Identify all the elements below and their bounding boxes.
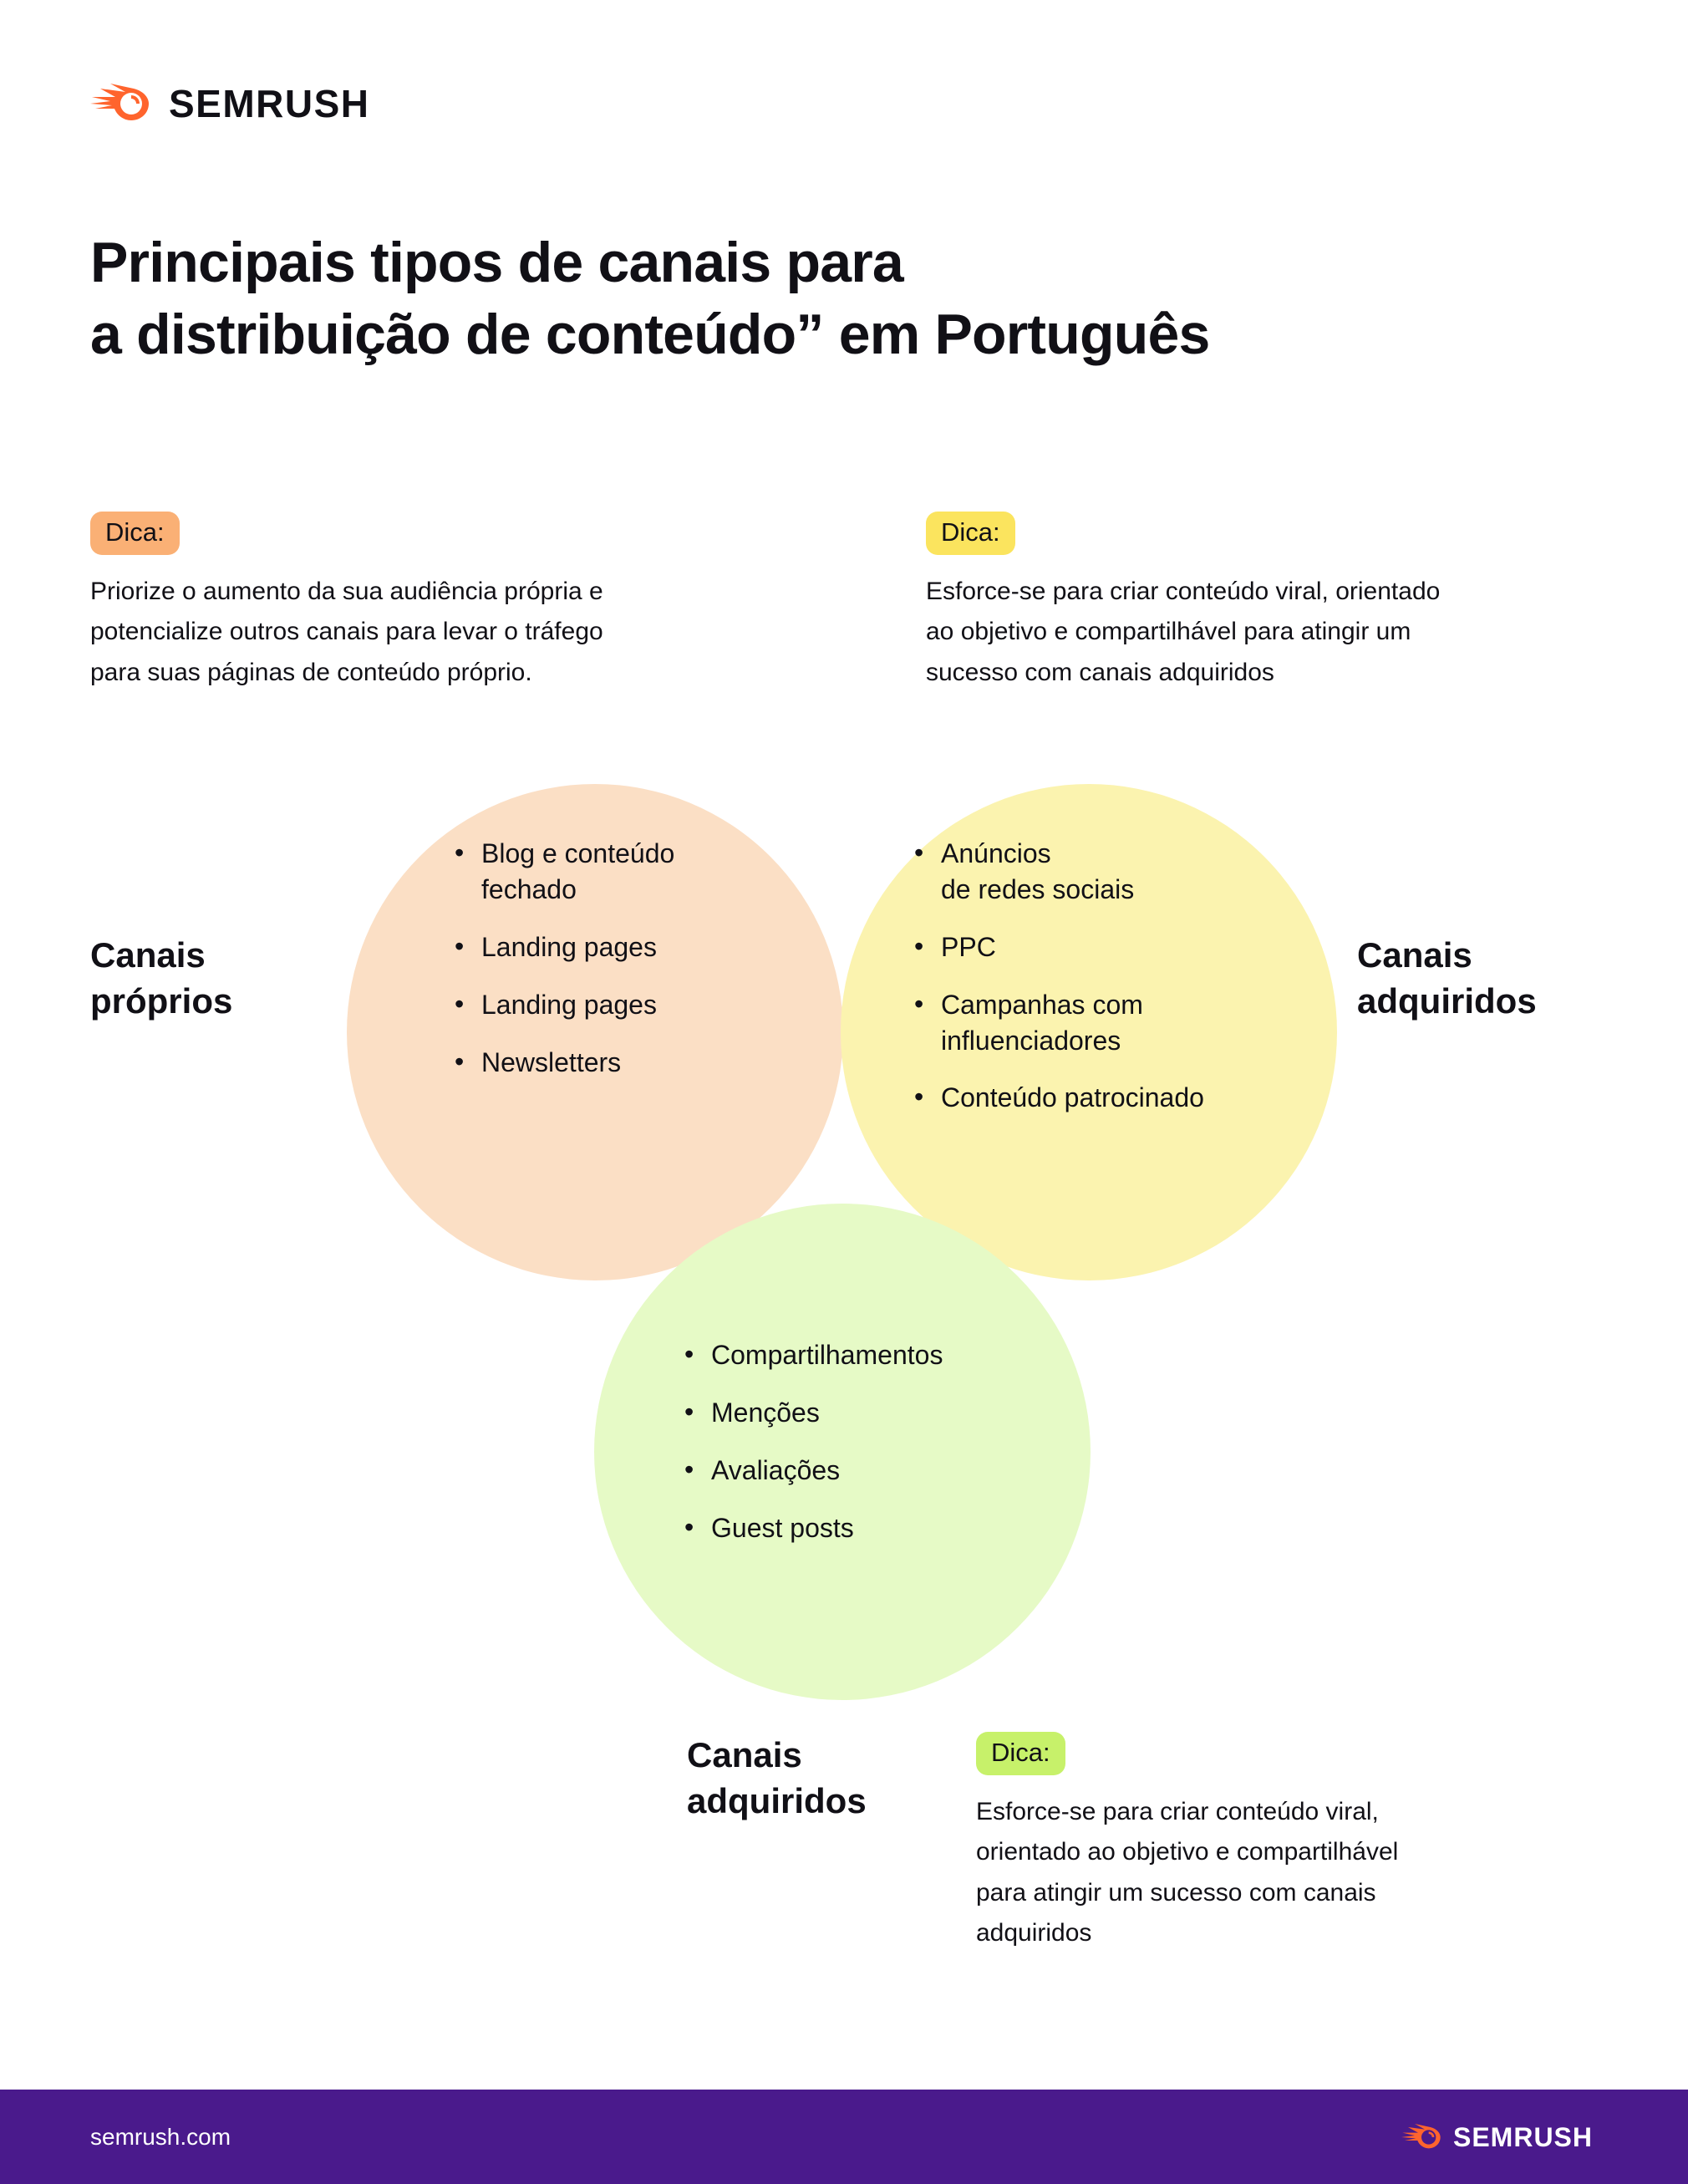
list-item-line-1: Guest posts	[711, 1512, 854, 1543]
list-item: Anúncios de redes sociais	[911, 835, 1279, 908]
venn-label-earned-line-2: adquiridos	[1357, 981, 1537, 1021]
venn-label-paid: Canais adquiridos	[687, 1732, 963, 1825]
list-item-line-1: Campanhas com	[941, 989, 1143, 1020]
footer-brand-logo: SEMRUSH	[1401, 2121, 1593, 2153]
venn-label-earned: Canais adquiridos	[1357, 932, 1658, 1025]
venn-label-owned-line-1: Canais	[90, 935, 206, 975]
list-item: Conteúdo patrocinado	[911, 1079, 1279, 1116]
venn-label-paid-line-1: Canais	[687, 1735, 802, 1774]
list-item-line-2: de redes sociais	[941, 873, 1135, 904]
tip-text-earned: Esforce-se para criar conteúdo viral, or…	[926, 572, 1628, 694]
semrush-comet-icon	[90, 80, 150, 127]
list-item-line-1: Conteúdo patrocinado	[941, 1082, 1204, 1113]
venn-list-paid: Compartilhamentos Menções Avaliações Gue…	[681, 1336, 1040, 1546]
list-item: Blog e conteúdo fechado	[451, 835, 786, 908]
footer-website-link[interactable]: semrush.com	[90, 2123, 231, 2150]
list-item: Compartilhamentos	[681, 1336, 1040, 1373]
tip-earned-line-3: sucesso com canais adquiridos	[926, 658, 1274, 686]
tip-paid-line-3: para atingir um sucesso com canais	[976, 1878, 1376, 1907]
list-item-line-1: Anúncios	[941, 838, 1051, 868]
footer: semrush.com SEMRUSH	[0, 2090, 1688, 2184]
venn-label-owned-line-2: próprios	[90, 981, 233, 1021]
list-item: Landing pages	[451, 986, 786, 1023]
list-item: Menções	[681, 1394, 1040, 1431]
list-item: Guest posts	[681, 1509, 1040, 1546]
list-item-line-1: Compartilhamentos	[711, 1340, 943, 1370]
list-item-line-1: PPC	[941, 931, 996, 962]
tip-badge-paid: Dica:	[976, 1732, 1065, 1775]
venn-label-paid-line-2: adquiridos	[687, 1781, 867, 1821]
list-item-line-2: influenciadores	[941, 1025, 1121, 1056]
footer-brand-name: SEMRUSH	[1452, 2121, 1593, 2152]
tip-owned-line-1: Priorize o aumento da sua audiência próp…	[90, 577, 603, 605]
venn-list-owned: Blog e conteúdo fechado Landing pages La…	[451, 835, 786, 1081]
list-item-line-1: Landing pages	[481, 931, 657, 962]
tip-earned-channels: Dica: Esforce-se para criar conteúdo vir…	[926, 512, 1628, 693]
list-item: Newsletters	[451, 1044, 786, 1081]
tip-earned-line-2: ao objetivo e compartilhável para atingi…	[926, 618, 1411, 646]
tip-earned-line-1: Esforce-se para criar conteúdo viral, or…	[926, 577, 1441, 605]
tip-text-owned: Priorize o aumento da sua audiência próp…	[90, 572, 759, 694]
list-item-line-1: Avaliações	[711, 1454, 841, 1485]
tip-badge-earned: Dica:	[926, 512, 1015, 555]
brand-logo: SEMRUSH	[90, 80, 370, 127]
list-item-line-2: fechado	[481, 873, 577, 904]
tip-paid-line-1: Esforce-se para criar conteúdo viral,	[976, 1797, 1379, 1825]
list-item: Campanhas com influenciadores	[911, 986, 1279, 1059]
list-item: Avaliações	[681, 1452, 1040, 1489]
tip-badge-owned: Dica:	[90, 512, 180, 555]
venn-label-earned-line-1: Canais	[1357, 935, 1472, 975]
tip-owned-channels: Dica: Priorize o aumento da sua audiênci…	[90, 512, 759, 693]
tip-paid-line-4: adquiridos	[976, 1919, 1092, 1947]
list-item: Landing pages	[451, 929, 786, 965]
brand-name: SEMRUSH	[169, 82, 370, 125]
tip-text-paid: Esforce-se para criar conteúdo viral, or…	[976, 1792, 1578, 1954]
list-item-line-1: Menções	[711, 1397, 820, 1428]
list-item: PPC	[911, 929, 1279, 965]
venn-label-owned: Canais próprios	[90, 932, 374, 1025]
tip-owned-line-2: potencialize outros canais para levar o …	[90, 618, 603, 646]
list-item-line-1: Newsletters	[481, 1046, 622, 1077]
semrush-comet-icon	[1401, 2121, 1441, 2153]
tip-owned-line-3: para suas páginas de conteúdo próprio.	[90, 658, 532, 686]
page-title-line-1: Principais tipos de canais para	[90, 231, 904, 294]
list-item-line-1: Blog e conteúdo	[481, 838, 675, 868]
list-item-line-1: Landing pages	[481, 989, 657, 1020]
page-title-line-2: a distribuição de conteúdo” em Português	[90, 302, 1210, 366]
tip-paid-channels: Dica: Esforce-se para criar conteúdo vir…	[976, 1732, 1578, 1954]
venn-list-earned: Anúncios de redes sociais PPC Campanhas …	[911, 835, 1279, 1116]
page-title: Principais tipos de canais para a distri…	[90, 227, 1628, 370]
tip-paid-line-2: orientado ao objetivo e compartilhável	[976, 1838, 1399, 1866]
